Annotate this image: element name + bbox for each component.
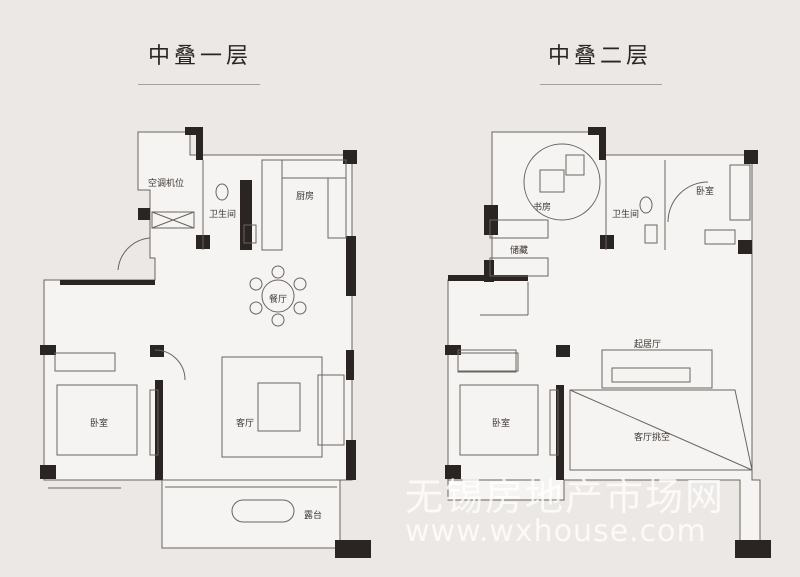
f2-wall (556, 345, 570, 357)
floor1-title-underline (138, 84, 260, 85)
f2-wardrobe (457, 352, 519, 372)
f1-wall (60, 280, 155, 285)
f2-label-storage: 储藏 (510, 246, 529, 256)
f2-armchair (539, 169, 565, 193)
f1-dining-chair (249, 301, 263, 315)
f1-label-living: 客厅 (236, 419, 255, 429)
f1-counter (281, 159, 347, 179)
f2-wall (556, 385, 564, 480)
f1-label-dining: 餐厅 (269, 295, 288, 305)
f1-living-rug (221, 356, 323, 458)
f1-wall (196, 127, 203, 160)
f2-door-arc (667, 181, 709, 223)
f2-armchair (565, 154, 585, 176)
f1-planter (231, 499, 295, 523)
f1-dining-chair (249, 277, 263, 291)
f1-label-ac: 空调机位 (148, 179, 185, 189)
f2-label-bath: 卫生间 (612, 210, 640, 220)
f2-label-study: 书房 (533, 203, 552, 213)
f1-wall (40, 345, 56, 355)
f2-wall (735, 540, 771, 558)
f1-wall (185, 127, 203, 135)
f1-wall (40, 465, 56, 479)
f1-label-bath: 卫生间 (209, 210, 237, 220)
f2-wall (738, 240, 752, 254)
f1-toilet (215, 183, 229, 201)
f1-coffee-table (257, 382, 301, 432)
f1-dining-chair (293, 301, 307, 315)
f2-toilet (639, 196, 653, 214)
f1-wardrobe (54, 352, 116, 372)
f1-basin (243, 224, 257, 244)
f2-family-sofa-seat (611, 367, 691, 383)
f1-dining-chair (293, 277, 307, 291)
f1-ac-unit (151, 211, 195, 229)
f1-counter (261, 159, 283, 251)
f2-stairs (489, 219, 549, 239)
floor1-title: 中叠一层 (147, 44, 252, 69)
f2-label-bedroom: 卧室 (696, 187, 715, 197)
f1-dining-table (261, 279, 295, 313)
f1-wall (346, 236, 356, 296)
f1-ac-unit-cross (151, 211, 195, 229)
f2-wall (600, 235, 614, 249)
f1-label-terrace: 露台 (304, 511, 323, 521)
f2-label-bedroom2: 卧室 (492, 419, 511, 429)
f2-family-sofa (601, 349, 713, 389)
f2-label-family: 起居厅 (634, 340, 662, 350)
f1-dining-chair (271, 265, 285, 279)
f1-wall (343, 150, 357, 164)
f1-wall (138, 208, 150, 220)
f2-tv-unit (549, 389, 559, 456)
f2-stairs (489, 257, 549, 277)
f1-dining-chair (271, 313, 285, 327)
f2-wall (445, 345, 461, 355)
f1-label-bedroom: 卧室 (90, 419, 109, 429)
f2-wall (599, 127, 606, 160)
f2-wall (588, 127, 606, 135)
f2-label-void: 客厅挑空 (634, 433, 671, 443)
f1-door-arc (154, 349, 186, 381)
f1-wall (240, 180, 252, 250)
f2-bed (729, 164, 751, 221)
f2-void-line (569, 389, 753, 471)
f2-wall (448, 275, 528, 281)
f1-wall (155, 380, 163, 480)
f2-wall (445, 465, 461, 479)
f1-counter (327, 177, 347, 239)
f1-label-kitchen: 厨房 (296, 192, 315, 202)
f1-wall (335, 540, 371, 558)
watermark-name: 无锡房地产市场网 (405, 475, 726, 519)
watermark-url: www.wxhouse.com (405, 514, 707, 549)
f2-wall (744, 150, 758, 164)
f2-bed (459, 384, 539, 456)
f1-wall (346, 440, 356, 480)
f1-wall (346, 350, 354, 380)
f2-wall (484, 260, 494, 282)
f1-bed (56, 384, 138, 456)
floor2-title: 中叠二层 (547, 44, 652, 69)
f2-study-rug (523, 143, 601, 221)
f1-sofa (317, 374, 345, 446)
f2-basin (644, 224, 658, 244)
floor2-title-underline (540, 84, 662, 85)
f1-entry-door (117, 237, 151, 271)
f1-wall (150, 345, 164, 357)
f2-wardrobe (704, 229, 736, 245)
f1-tv-unit (149, 389, 159, 456)
